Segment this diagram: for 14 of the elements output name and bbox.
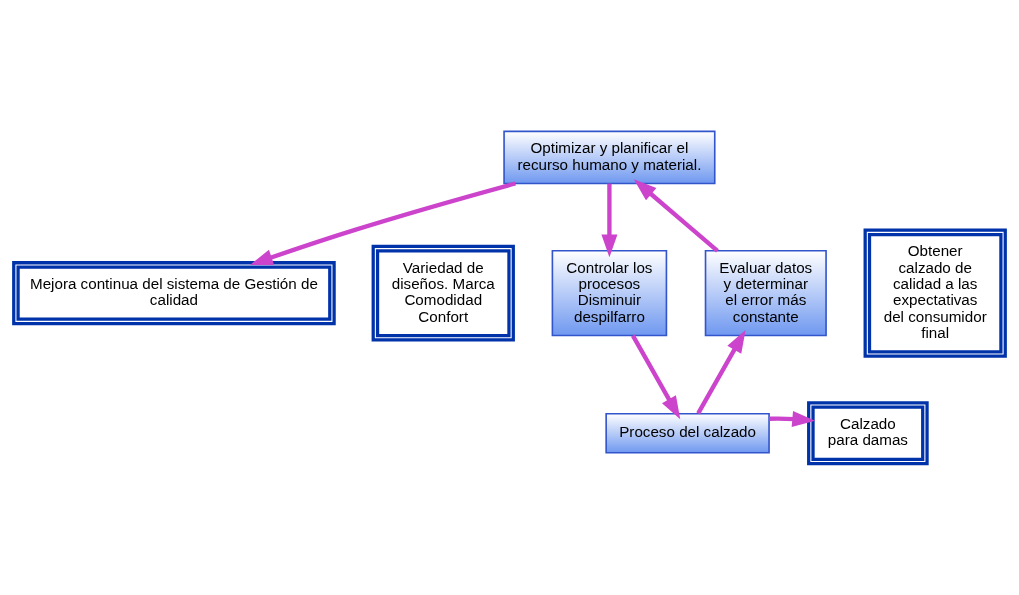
- arrow: [769, 410, 816, 427]
- node-box: Controlar los procesos Disminuir despilfarro: [551, 250, 668, 337]
- arrow: [601, 183, 618, 258]
- arrow: [633, 179, 719, 253]
- node-box: Calzado para damas: [807, 401, 929, 466]
- arrow: [249, 181, 516, 265]
- node-box: Optimizar y planificar el recurso humano y material.: [503, 130, 716, 185]
- node-box: Mejora continua del sistema de Gestión de calidad: [12, 261, 336, 326]
- node-box: Evaluar datos y determinar el error más constante: [704, 250, 827, 337]
- arrow: [631, 334, 681, 420]
- node-box: Obtener calzado de calidad a las expectativas del consumidor final: [863, 228, 1007, 358]
- arrow: [696, 329, 746, 415]
- node-box: Proceso del calzado: [605, 412, 770, 454]
- node-box: Variedad de diseños. Marca Comodidad Confort: [371, 244, 515, 342]
